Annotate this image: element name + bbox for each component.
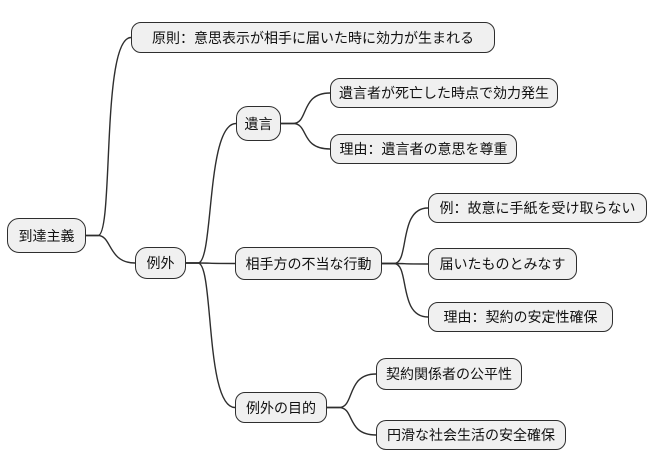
edge-purpose-fair (326, 373, 377, 409)
node-will-death-effect[interactable]: 遺言者が死亡した時点で効力発生 (330, 78, 558, 108)
node-deemed-delivered[interactable]: 届いたものとみなす (428, 248, 577, 280)
edge-root-principle (85, 36, 132, 237)
node-root-arrival-principle[interactable]: 到達主義 (7, 218, 86, 253)
node-unfair-example[interactable]: 例：故意に手紙を受け取らない (428, 193, 647, 223)
node-exception-purpose[interactable]: 例外の目的 (235, 392, 327, 423)
edge-will-death (280, 92, 331, 125)
node-unfair-reason[interactable]: 理由：契約の安定性確保 (428, 302, 613, 332)
edge-purpose-smooth (326, 406, 377, 436)
node-exception[interactable]: 例外 (135, 247, 186, 279)
node-unfair-conduct[interactable]: 相手方の不当な行動 (235, 247, 382, 280)
node-smooth-social-life[interactable]: 円滑な社会生活の安全確保 (376, 420, 566, 450)
edge-unfair-reason (381, 262, 429, 318)
edge-root-exception (85, 234, 136, 264)
node-will[interactable]: 遺言 (236, 106, 281, 141)
edge-unfair-example (381, 207, 429, 265)
edge-exception-purpose (185, 262, 236, 409)
edge-exception-will (185, 122, 237, 264)
node-fairness[interactable]: 契約関係者の公平性 (376, 358, 522, 390)
edge-will-reason (280, 122, 331, 150)
node-will-reason[interactable]: 理由：遺言者の意思を尊重 (330, 134, 517, 164)
node-principle[interactable]: 原則：意思表示が相手に届いた時に効力が生まれる (131, 22, 495, 53)
